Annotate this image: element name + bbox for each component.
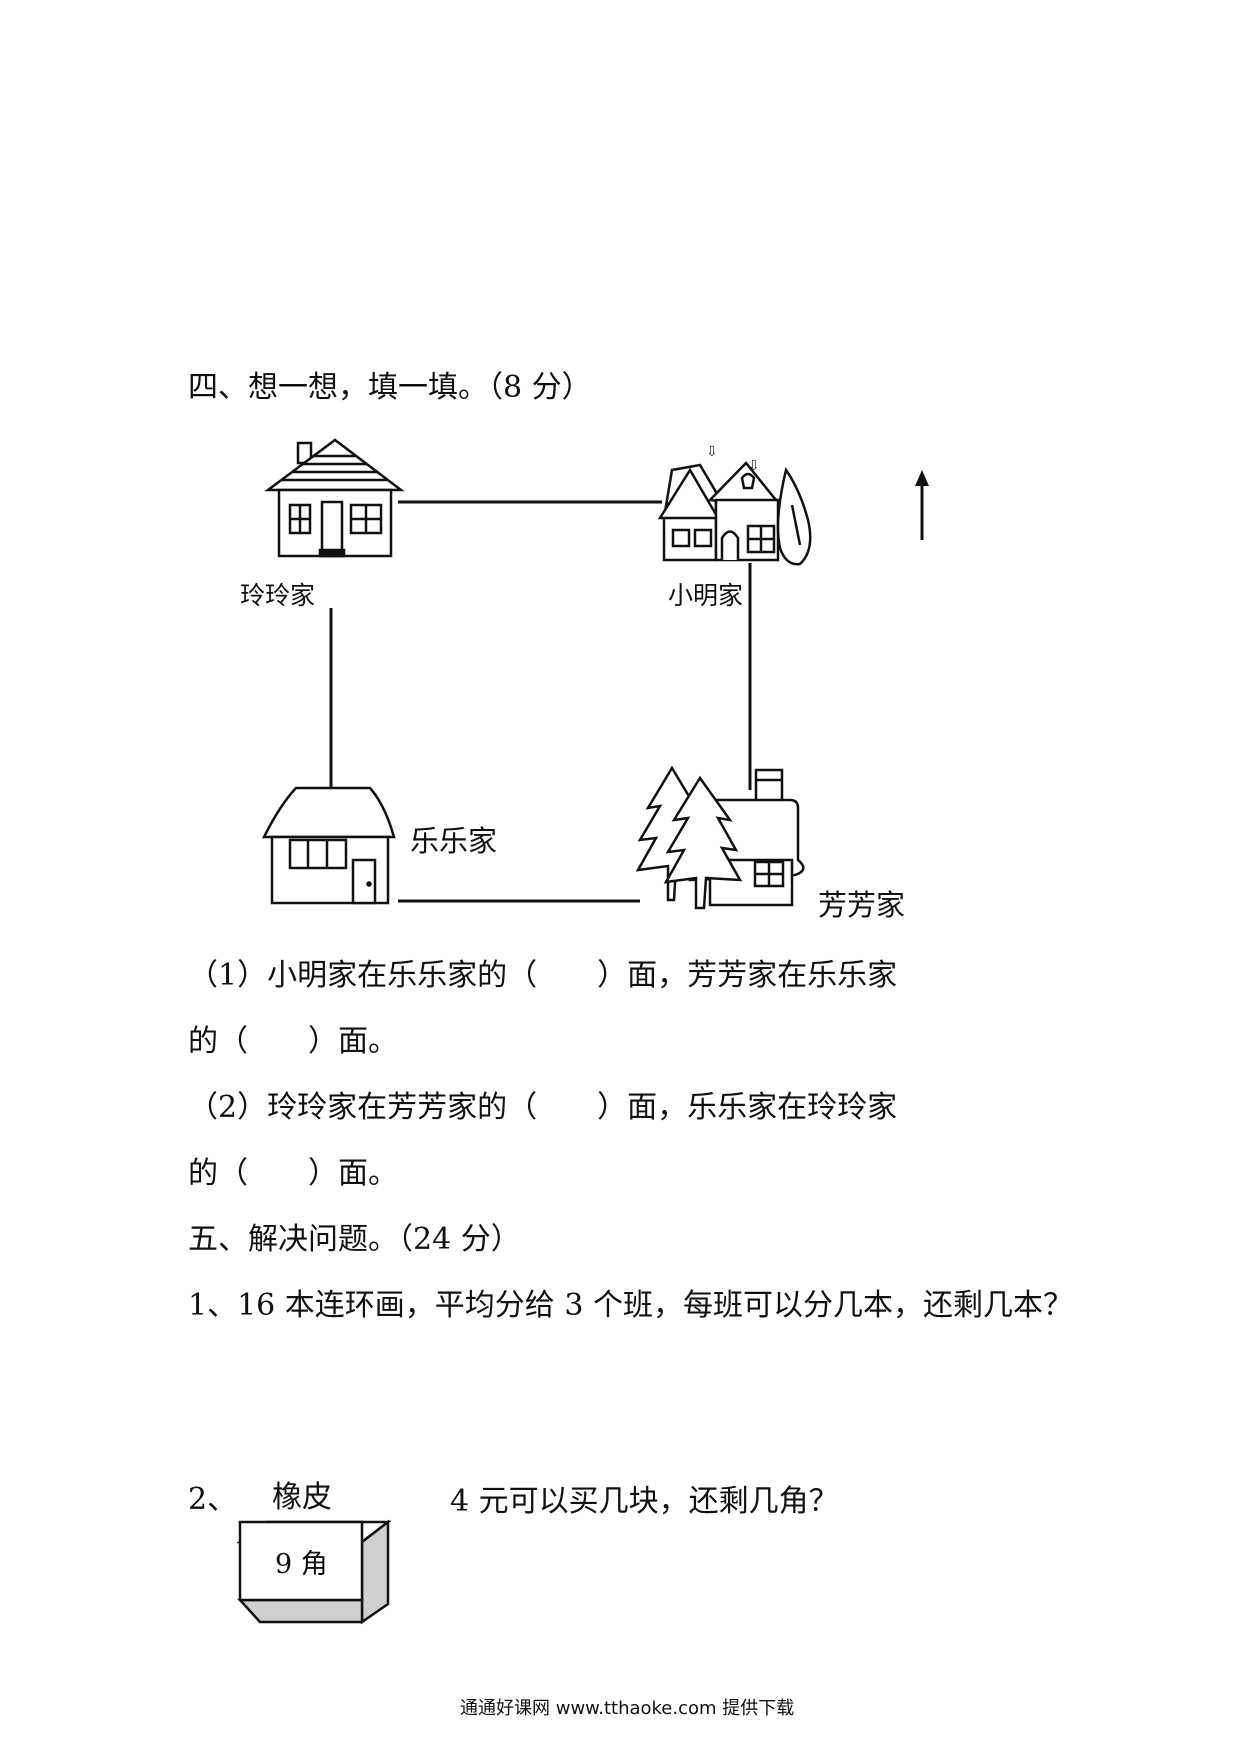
question-2-line-2: 的（ ）面。 (188, 1156, 398, 1191)
map-roads (329, 500, 752, 903)
section-5-title: 五、解决问题。（24 分） (188, 1222, 521, 1257)
lingling-house-icon (264, 438, 405, 558)
problem-1-text: 1、16 本连环画，平均分给 3 个班，每班可以分几本，还剩几本？ (188, 1288, 1073, 1323)
question-2-line-1: （2）玲玲家在芳芳家的（ ）面，乐乐家在玲玲家 (188, 1090, 898, 1125)
question-1-line-1: （1）小明家在乐乐家的（ ）面，芳芳家在乐乐家 (188, 958, 898, 993)
north-arrow-icon (915, 470, 929, 540)
fangfang-label: 芳芳家 (818, 888, 906, 922)
lingling-label: 玲玲家 (240, 581, 316, 610)
xiaoming-house-icon: ⇩ ⇩ (657, 444, 812, 566)
eraser-box-icon (236, 1519, 392, 1625)
eraser-price-label: 9 角 (275, 1549, 328, 1580)
footer-text: 通通好课网 www.tthaoke.com 提供下载 (460, 1698, 795, 1719)
problem-2-item-name: 橡皮 (272, 1480, 332, 1515)
fangfang-house-icon (635, 765, 805, 910)
xiaoming-label: 小明家 (668, 581, 744, 610)
section-4-title: 四、想一想，填一填。（8 分） (188, 370, 592, 405)
lele-label: 乐乐家 (410, 824, 498, 858)
svg-text:⇩: ⇩ (748, 458, 760, 474)
lele-house-icon (261, 786, 396, 905)
problem-2-question: 4 元可以买几块，还剩几角？ (450, 1484, 839, 1519)
svg-text:⇩: ⇩ (706, 444, 718, 460)
problem-2-number: 2、 (188, 1482, 238, 1517)
question-1-line-2: 的（ ）面。 (188, 1024, 398, 1059)
